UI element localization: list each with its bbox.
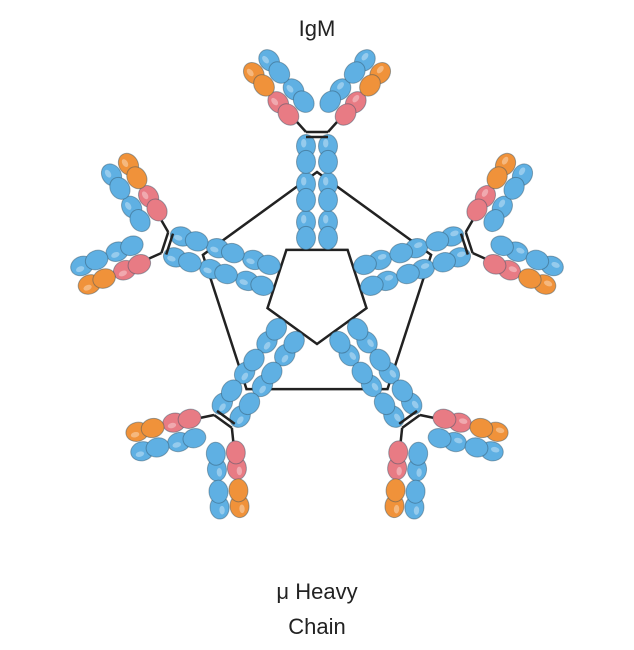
heavy-chain-domain [525, 249, 564, 277]
fab-arm [125, 408, 207, 462]
heavy-chain-domain [100, 163, 131, 200]
light-chain-domain [162, 408, 202, 433]
fab-arm [70, 235, 152, 295]
heavy-chain-domain [464, 437, 504, 462]
heavy-chain-domain [483, 195, 513, 233]
caption-line-1: μ Heavy [276, 579, 358, 604]
monomers [70, 49, 564, 520]
inner-linker [266, 248, 368, 346]
light-chain-domain [334, 91, 367, 126]
heavy-chain-domain [121, 195, 151, 233]
heavy-chain-domain [167, 428, 207, 453]
heavy-chain-domain [256, 317, 288, 354]
heavy-chain-domain [229, 392, 261, 428]
fab-arm [427, 408, 509, 462]
heavy-chain-domain [282, 78, 315, 113]
caption-line-2: Chain [288, 614, 346, 639]
heavy-chain-domain [105, 235, 144, 263]
heavy-chain-domain [296, 134, 316, 174]
heavy-chain-domain [318, 172, 338, 212]
fab-arm [242, 49, 315, 126]
igm-monomer [353, 152, 564, 296]
light-chain-domain [384, 478, 406, 519]
heavy-chain-domain [373, 392, 405, 428]
light-chain-domain [138, 185, 168, 222]
heavy-chain-domain [425, 226, 465, 252]
heavy-chain-domain [274, 330, 305, 367]
light-chain-domain [486, 152, 517, 190]
fab-arm [482, 235, 564, 295]
diagram-title: IgM [298, 16, 336, 41]
heavy-chain-domain [296, 172, 316, 212]
igm-monomer [125, 317, 305, 520]
heavy-chain-domain [351, 361, 383, 398]
heavy-chain-domain [343, 49, 376, 84]
heavy-chain-domain [318, 134, 338, 174]
light-chain-domain [228, 478, 250, 519]
igm-monomer [70, 152, 281, 296]
heavy-chain-domain [251, 361, 283, 398]
light-chain-domain [242, 62, 275, 97]
heavy-chain-domain [369, 348, 401, 385]
light-chain-domain [125, 417, 165, 442]
heavy-chain-domain [319, 78, 352, 113]
heavy-chain-domain [318, 210, 338, 250]
heavy-chain-domain [407, 441, 429, 482]
heavy-chain-domain [169, 226, 209, 252]
light-chain-domain [359, 62, 392, 97]
light-chain-domain [267, 91, 300, 126]
heavy-chain-domain [391, 379, 423, 415]
heavy-chain-domain [389, 237, 429, 264]
igm-monomer [329, 317, 509, 520]
light-chain-domain [432, 408, 472, 433]
heavy-chain-domain [296, 210, 316, 250]
heavy-chain-domain [353, 249, 392, 276]
heavy-chain-domain [404, 479, 426, 520]
light-chain-domain [112, 254, 152, 281]
heavy-chain-domain [329, 330, 360, 367]
heavy-chain-domain [233, 348, 265, 385]
heavy-chain-domain [211, 379, 243, 415]
heavy-chain-domain [503, 163, 534, 200]
heavy-chain-domain [427, 428, 467, 453]
heavy-chain-domain [205, 237, 245, 264]
heavy-chain-domain [205, 441, 227, 482]
heavy-chain-caption: μ Heavy Chain [0, 574, 634, 644]
heavy-chain-domain [70, 249, 109, 277]
heavy-chain-domain [346, 317, 378, 354]
heavy-chain-domain [130, 437, 170, 462]
light-chain-domain [225, 440, 247, 481]
heavy-chain-domain [162, 247, 202, 273]
light-chain-domain [387, 440, 409, 481]
heavy-chain-domain [258, 49, 291, 84]
heavy-chain-domain [490, 235, 529, 263]
fab-arm [319, 49, 392, 126]
fab-arm [205, 440, 250, 520]
heavy-chain-domain [208, 479, 230, 520]
heavy-chain-domain [432, 247, 472, 273]
fab-arm [100, 152, 168, 233]
light-chain-domain [518, 268, 557, 295]
fab-arm [466, 152, 534, 233]
heavy-chain-domain [199, 258, 238, 285]
light-chain-domain [117, 152, 148, 190]
light-chain-domain [482, 254, 522, 281]
light-chain-domain [77, 268, 116, 295]
light-chain-domain [469, 417, 509, 442]
fab-arm [384, 440, 429, 520]
light-chain-domain [466, 185, 496, 222]
igm-monomer [242, 49, 392, 250]
